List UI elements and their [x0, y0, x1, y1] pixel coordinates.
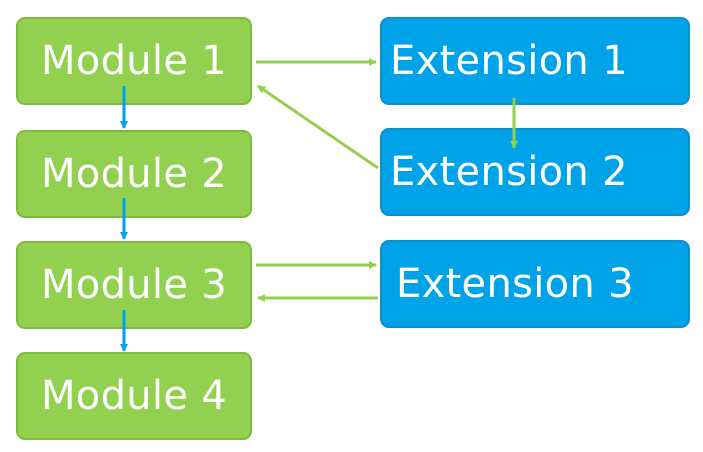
module-3-box: Module 3: [16, 241, 252, 329]
module-3-label: Module 3: [40, 262, 227, 308]
module-2-label: Module 2: [40, 151, 227, 197]
extension-1-box: Extension 1: [380, 17, 690, 105]
extension-2-box: Extension 2: [380, 128, 690, 216]
arrow-extension2-to-module1: [257, 84, 379, 170]
extension-1-label: Extension 1: [390, 38, 628, 84]
module-1-box: Module 1: [16, 17, 252, 105]
extension-3-label: Extension 3: [396, 261, 634, 307]
module-4-box: Module 4: [16, 352, 252, 440]
extension-2-label: Extension 2: [390, 149, 628, 195]
module-1-label: Module 1: [40, 38, 227, 84]
module-2-box: Module 2: [16, 130, 252, 218]
extension-3-box: Extension 3: [380, 240, 690, 328]
module-4-label: Module 4: [40, 373, 227, 419]
